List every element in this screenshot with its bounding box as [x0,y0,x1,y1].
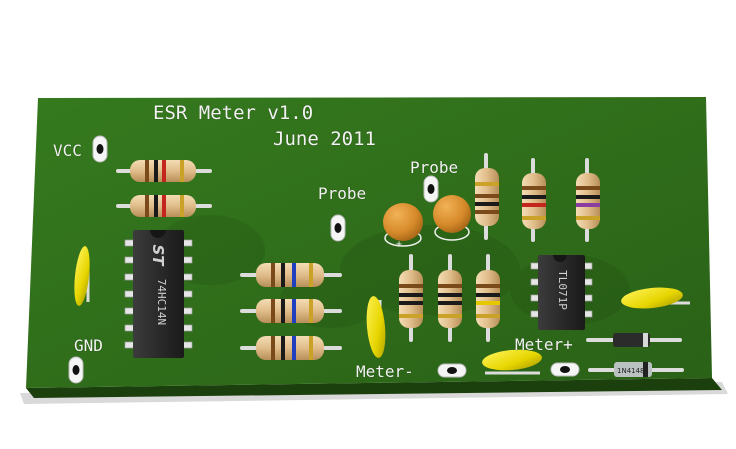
ic1-marking: 74HC14N [155,279,168,325]
tantalum-cap-c4 [433,195,471,241]
pad-probe-left [330,214,346,242]
ceramic-cap-c6 [482,349,542,375]
resistor-r2 [116,195,212,217]
pad-meter-plus [550,362,580,377]
board-title: ESR Meter v1.0 [153,102,314,124]
resistor-r9 [399,254,423,342]
pad-meter-minus [437,363,467,378]
pcb-edge [26,378,722,398]
ceramic-cap-c5 [621,287,690,309]
resistor-r3 [240,263,342,287]
ceramic-cap-c2 [366,296,386,358]
diode-d2: 1N4148 [588,362,684,377]
diode-marking: 1N4148 [617,367,645,375]
label-meter-plus: Meter+ [515,335,573,354]
resistor-r8 [576,158,600,242]
label-gnd: GND [74,336,103,355]
label-probe-left: Probe [318,184,367,203]
resistor-r5 [240,336,342,360]
resistor-r7 [522,158,546,242]
label-meter-minus: Meter- [356,362,414,381]
resistor-r1 [116,160,212,182]
tantalum-cap-c3: + [383,203,423,250]
resistor-r11 [476,254,500,342]
diode-d1 [586,333,682,347]
pad-probe-right [423,175,439,203]
ic-tl071p: TL071P [530,255,593,330]
ic1-logo: ST [149,244,167,267]
label-vcc: VCC [53,141,82,160]
pad-gnd [68,356,84,384]
pad-vcc [92,135,108,163]
resistor-r10 [438,254,462,342]
cap-plus-mark: + [396,239,402,250]
ic2-marking: TL071P [556,270,569,310]
label-probe-right: Probe [410,158,459,177]
resistor-r6 [475,153,499,240]
board-date: June 2011 [273,128,376,150]
ic-74hc14n: ST 74HC14N [124,230,193,358]
ceramic-cap-c1 [74,246,90,306]
resistor-r4 [240,299,342,323]
